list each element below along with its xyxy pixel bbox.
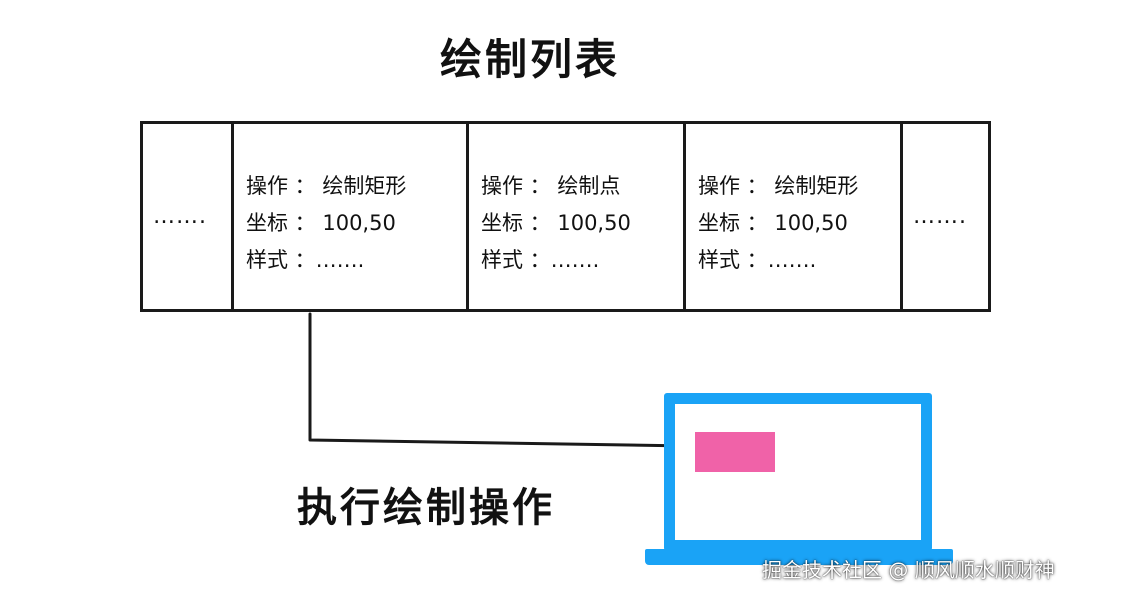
list-cell-leading: ……. xyxy=(143,124,234,309)
leading-ellipsis: ……. xyxy=(153,204,207,229)
entry-coords: 坐标 ： 100,50 xyxy=(481,211,631,235)
watermark: 掘金技术社区 @ 顺风顺水顺财神 xyxy=(762,558,1055,582)
entry-coords: 坐标 ： 100,50 xyxy=(246,211,396,235)
list-cell-trailing: ……. xyxy=(903,124,988,309)
trailing-ellipsis: ……. xyxy=(913,204,967,229)
entry-style: 样式 ：……. xyxy=(246,248,365,272)
execute-draw-caption: 执行绘制操作 xyxy=(297,485,555,531)
draw-list-table: ……. 操作 ： 绘制矩形 坐标 ： 100,50 样式 ：……. 操作 ： 绘… xyxy=(140,121,991,312)
list-item: 操作 ： 绘制矩形 坐标 ： 100,50 样式 ：……. xyxy=(234,124,469,309)
entry-operation: 操作 ： 绘制矩形 xyxy=(246,174,407,198)
diagram-title: 绘制列表 xyxy=(440,35,621,84)
entry-operation: 操作 ： 绘制点 xyxy=(481,174,621,198)
entry-coords: 坐标 ： 100,50 xyxy=(698,211,848,235)
list-item: 操作 ： 绘制矩形 坐标 ： 100,50 样式 ：……. xyxy=(686,124,903,309)
list-item: 操作 ： 绘制点 坐标 ： 100,50 样式 ：……. xyxy=(469,124,686,309)
entry-style: 样式 ：……. xyxy=(698,248,817,272)
laptop-base xyxy=(645,549,953,565)
drawn-rectangle xyxy=(695,432,775,472)
entry-style: 样式 ：……. xyxy=(481,248,600,272)
entry-operation: 操作 ： 绘制矩形 xyxy=(698,174,859,198)
laptop-icon xyxy=(664,393,932,551)
